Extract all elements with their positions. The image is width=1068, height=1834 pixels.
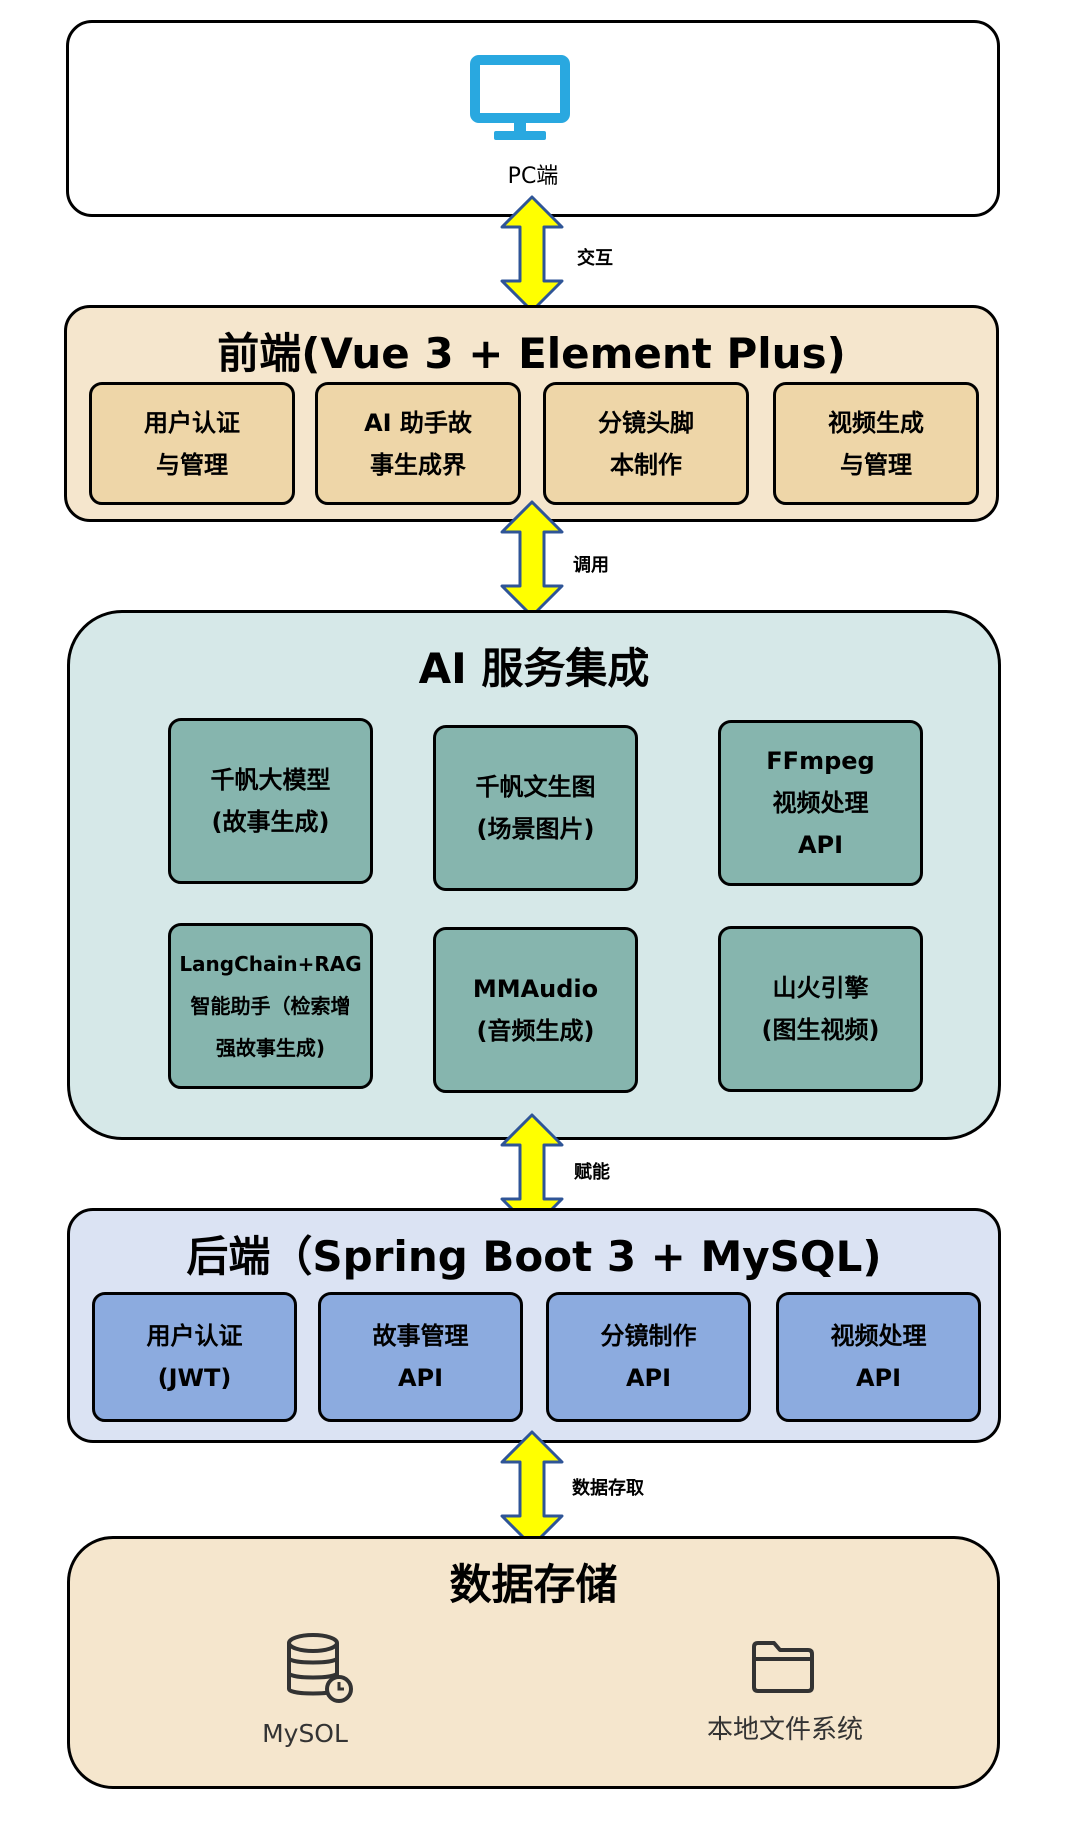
module-line: (JWT) (157, 1364, 232, 1392)
service-line: 千帆文生图 (475, 773, 596, 801)
module-line: 用户认证 (146, 1322, 243, 1350)
interaction-arrow (500, 195, 564, 313)
frontend-module-storyboard: 分镜头脚 本制作 (543, 382, 749, 505)
frontend-module-video: 视频生成 与管理 (773, 382, 979, 505)
service-line: MMAudio (472, 975, 599, 1003)
service-line: 强故事生成) (215, 1036, 326, 1060)
ai-service-qianfan-llm: 千帆大模型 (故事生成) (168, 718, 373, 884)
call-label: 调用 (573, 555, 609, 576)
module-line: 与管理 (156, 450, 228, 479)
ai-title: AI 服务集成 (418, 644, 650, 693)
ai-service-langchain-rag: LangChain+RAG 智能助手（检索增 强故事生成) (168, 923, 373, 1089)
service-line: 山火引擎 (772, 974, 869, 1002)
service-line: (故事生成) (211, 808, 330, 836)
module-line: 视频生成 (828, 408, 924, 437)
storage-title: 数据存储 (449, 1560, 618, 1609)
ai-service-ffmpeg: FFmpeg 视频处理 API (718, 720, 923, 886)
module-line: 用户认证 (144, 408, 240, 437)
empower-label: 赋能 (574, 1162, 610, 1183)
service-line: LangChain+RAG (179, 952, 362, 976)
module-line: 与管理 (840, 450, 912, 479)
frontend-module-auth: 用户认证 与管理 (89, 382, 295, 505)
data-access-label: 数据存取 (572, 1478, 644, 1499)
module-line: API (855, 1364, 902, 1392)
folder-icon (752, 1641, 814, 1693)
module-line: 视频处理 (830, 1322, 927, 1350)
ai-service-qianfan-image: 千帆文生图 (场景图片) (433, 725, 638, 891)
frontend-module-ai-story: AI 助手故 事生成界 (315, 382, 521, 505)
module-line: 本制作 (610, 450, 682, 479)
backend-title: 后端（Spring Boot 3 + MySQL) (186, 1232, 882, 1281)
ai-service-mmaudio: MMAudio (音频生成) (433, 927, 638, 1093)
module-line: API (397, 1364, 444, 1392)
service-line: (图生视频) (761, 1016, 880, 1044)
service-line: (音频生成) (476, 1017, 595, 1045)
mysql-label: MySOL (262, 1719, 348, 1748)
module-line: 分镜头脚 (598, 408, 694, 437)
module-line: 故事管理 (372, 1322, 469, 1350)
pc-client-layer: PC端 (66, 20, 1000, 217)
backend-module-storyboard: 分镜制作 API (546, 1292, 751, 1422)
backend-module-video: 视频处理 API (776, 1292, 981, 1422)
pc-label: PC端 (507, 164, 559, 189)
data-access-arrow (500, 1430, 564, 1548)
service-line: 千帆大模型 (210, 766, 331, 794)
service-line: 视频处理 (772, 789, 869, 817)
backend-module-auth: 用户认证 (JWT) (92, 1292, 297, 1422)
service-line: API (797, 831, 844, 859)
data-storage-layer: 数据存储 MySOL 本地文件系统 (67, 1536, 1000, 1789)
ai-service-volcano-engine: 山火引擎 (图生视频) (718, 926, 923, 1092)
database-icon (287, 1633, 353, 1703)
local-filesystem-label: 本地文件系统 (706, 1715, 863, 1745)
service-line: FFmpeg (766, 747, 875, 775)
module-line: AI 助手故 (364, 408, 472, 437)
monitor-icon (470, 55, 570, 140)
service-line: (场景图片) (476, 815, 595, 843)
backend-module-story: 故事管理 API (318, 1292, 523, 1422)
call-arrow (500, 500, 564, 618)
frontend-title: 前端(Vue 3 + Element Plus) (217, 329, 846, 378)
module-line: 分镜制作 (600, 1322, 697, 1350)
module-line: API (625, 1364, 672, 1392)
module-line: 事生成界 (370, 450, 466, 479)
service-line: 智能助手（检索增 (190, 994, 351, 1018)
interaction-label: 交互 (577, 248, 613, 269)
